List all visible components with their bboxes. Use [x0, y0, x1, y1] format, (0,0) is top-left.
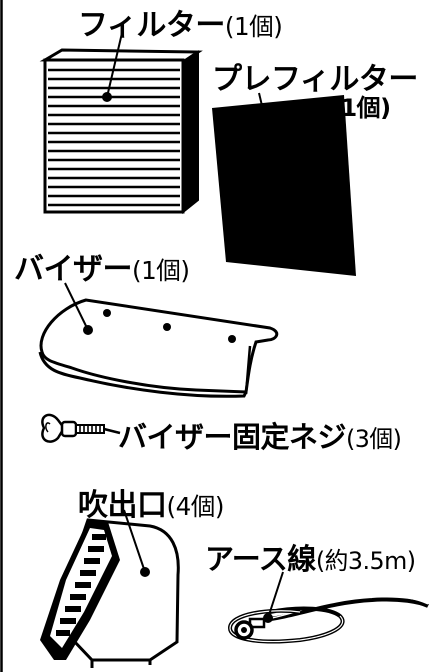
prefilter-quantity: (1個)	[330, 94, 391, 122]
outlet-leader-line	[123, 509, 146, 573]
filter-name: フィルター	[78, 8, 225, 43]
outlet-name: 吹出口	[78, 488, 167, 523]
prefilter-leader-line	[258, 92, 273, 149]
filter-label: フィルター(1個)	[78, 0, 283, 44]
visor-screw-name: バイザー固定ネジ	[118, 420, 347, 454]
visor-illustration	[38, 298, 279, 398]
outlet-label: 吹出口(4個)	[78, 480, 224, 524]
visor-screw-label: バイザー固定ネジ(3個)	[118, 414, 402, 456]
outlet-quantity: (4個)	[166, 492, 225, 521]
prefilter-name: プレフィルター	[212, 62, 418, 97]
visor-leader-line	[64, 282, 89, 331]
wing-screw-illustration	[41, 413, 105, 443]
earth-wire-illustration	[227, 595, 429, 644]
visor-name: バイザー	[14, 252, 133, 287]
earth-wire-leader-line	[267, 571, 284, 619]
visor-quantity: (1個)	[132, 256, 190, 285]
filter-leader-line	[106, 32, 123, 98]
outlet-illustration	[40, 518, 180, 668]
earth-wire-label: アース線(約3.5m)	[205, 536, 416, 578]
filter-quantity: (1個)	[224, 12, 283, 41]
filter-illustration	[39, 48, 203, 215]
visor-screw-quantity: (3個)	[346, 425, 402, 453]
screw-leader-line	[103, 427, 121, 435]
prefilter-illustration	[212, 95, 356, 276]
earth-wire-name: アース線	[205, 542, 316, 576]
visor-label: バイザー(1個)	[14, 244, 190, 288]
earth-wire-quantity: (約3.5m)	[315, 547, 416, 575]
